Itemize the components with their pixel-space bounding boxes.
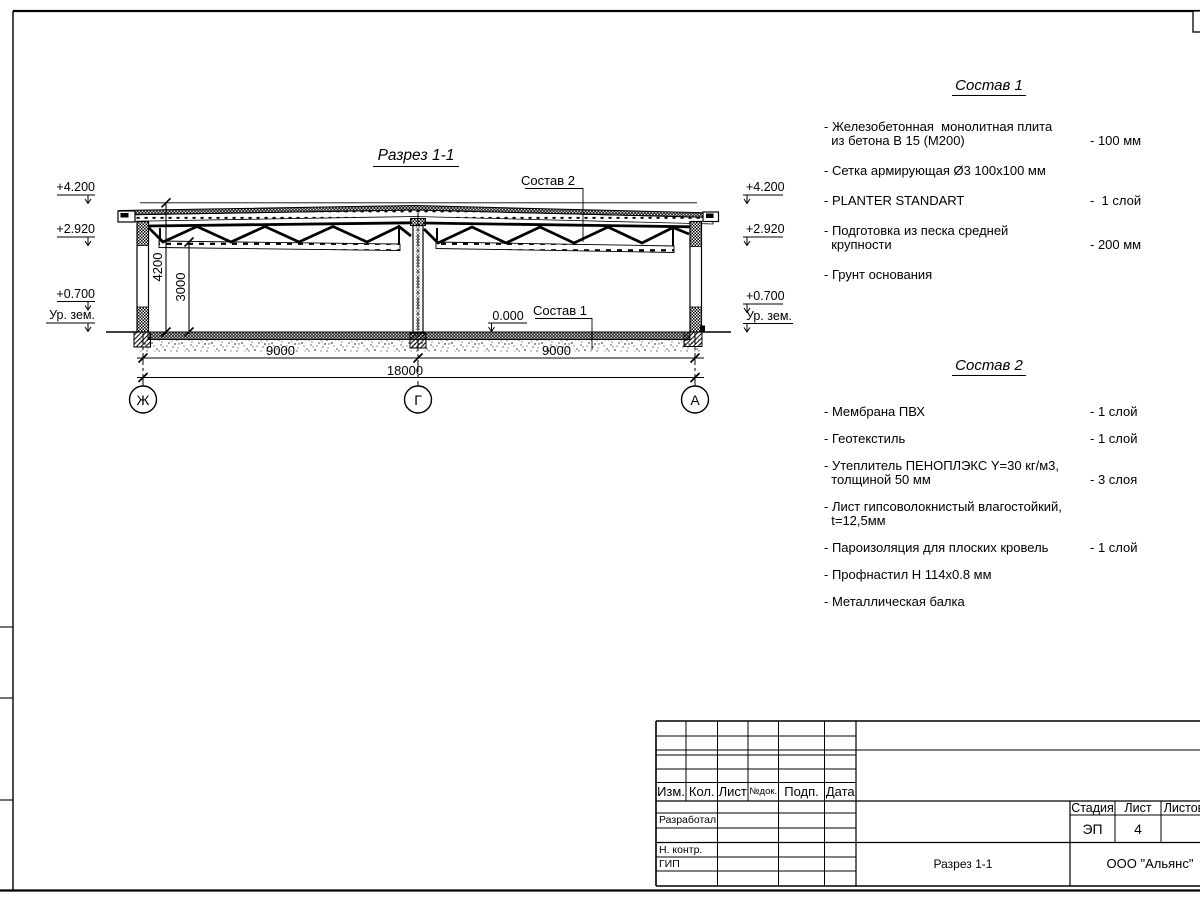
tb-col-list: Лист (718, 784, 747, 799)
level-text-left-4200: +4.200 (56, 180, 95, 194)
dim-height-3000: 3000 (173, 272, 188, 302)
truss-bottom-chord-right (435, 241, 675, 253)
level-left-2920 (57, 236, 95, 247)
dim-total: 18000 (386, 362, 424, 378)
level-marks (46, 194, 793, 333)
level-right-2920 (743, 236, 783, 247)
tb-listov-label: Листов (1163, 801, 1200, 815)
list-item: - Геотекстиль- 1 слой (824, 431, 1138, 446)
section-title: Разрез 1-1 (373, 148, 459, 167)
axis-label-a: А (690, 391, 700, 408)
foundation-right (683, 331, 703, 347)
list-item: - Грунт основания (824, 267, 933, 282)
level-text-left-ground: Ур. зем. (49, 308, 95, 322)
list-item: - Утеплитель ПЕНОПЛЭКС Y=30 кг/м3, толщи… (824, 458, 1138, 487)
sostav1-list: Состав 1 - Железобетонная монолитная пли… (824, 77, 1154, 298)
tb-col-data: Дата (825, 784, 855, 799)
dim-bay1: 9000 (266, 343, 295, 358)
sostav1-title: Состав 1 (824, 77, 1154, 96)
level-text-zero: 0.000 (492, 309, 524, 323)
sostav2-title: Состав 2 (824, 357, 1154, 376)
tb-list-value: 4 (1134, 821, 1142, 837)
list-item: - Железобетонная монолитная плита из бет… (824, 119, 1142, 148)
list-item: - Пароизоляция для плоских кровель- 1 сл… (824, 540, 1138, 555)
level-text-left-2920: +2.920 (56, 222, 95, 236)
callout-sostav2: Состав 2 (521, 173, 575, 188)
list-item: - Профнастил Н 114х0.8 мм (824, 567, 992, 582)
parapet-cap-left (117, 210, 136, 223)
sheet-frame (0, 9, 1200, 892)
tb-company: ООО "Альянс" (1106, 856, 1194, 871)
level-text-right-4200: +4.200 (746, 180, 785, 194)
level-text-right-ground: Ур. зем. (746, 308, 792, 323)
truss-right (423, 225, 690, 245)
wall-right (689, 220, 705, 333)
list-item: - Мембрана ПВХ- 1 слой (824, 404, 1138, 419)
level-left-0700 (57, 301, 95, 311)
dim-bay2: 9000 (542, 343, 571, 358)
level-text-left-0700: +0.700 (56, 286, 95, 301)
dim-height-4200: 4200 (150, 252, 165, 282)
parapet-cap-right (702, 211, 720, 223)
axis-bubbles (128, 385, 710, 414)
tb-row-razrabotal: Разработал (659, 814, 717, 826)
level-right-4200 (743, 194, 783, 205)
title-block (655, 720, 1200, 887)
list-item: - Лист гипсоволокнистый влагостойкий, t=… (824, 499, 1062, 528)
tb-row-nkontr: Н. контр. (659, 844, 703, 856)
tb-col-kol: Кол. (688, 784, 715, 799)
list-item: - Сетка армирующая Ø3 100х100 мм (824, 163, 1046, 178)
sostav2-list: Состав 2 - Мембрана ПВХ- 1 слой - Геотек… (824, 357, 1154, 622)
callout-leaders (525, 188, 593, 350)
foundation-left (133, 331, 151, 348)
level-right-0700 (743, 303, 783, 314)
tb-col-izm: Изм. (657, 784, 685, 799)
level-zero (488, 322, 527, 333)
truss-bottom-chord-left (158, 240, 401, 251)
level-left-ground (46, 322, 95, 333)
tb-col-ndok: №док. (749, 786, 778, 797)
level-right-ground (743, 323, 793, 333)
wall-left (136, 220, 150, 333)
tb-doc-title: Разрез 1-1 (933, 857, 993, 871)
list-item: - Металлическая балка (824, 594, 965, 609)
list-item: - PLANTER STANDART- 1 слой (824, 193, 1142, 208)
tb-row-gip: ГИП (659, 858, 680, 870)
level-text-right-0700: +0.700 (746, 289, 785, 303)
list-item: - Подготовка из песка средней крупности-… (824, 223, 1142, 252)
tb-stadia-value: ЭП (1082, 821, 1103, 837)
tb-stadia-label: Стадия (1071, 801, 1114, 815)
truss-left (148, 224, 412, 244)
callout-sostav1: Состав 1 (533, 303, 587, 318)
axis-label-g: Г (414, 391, 422, 408)
dimension-lines (137, 197, 704, 383)
axis-label-zh: Ж (136, 391, 150, 408)
level-left-4200 (57, 194, 95, 205)
level-text-right-2920: +2.920 (746, 222, 785, 236)
tb-list-label: Лист (1124, 801, 1152, 815)
tb-col-podp: Подп. (784, 784, 819, 799)
